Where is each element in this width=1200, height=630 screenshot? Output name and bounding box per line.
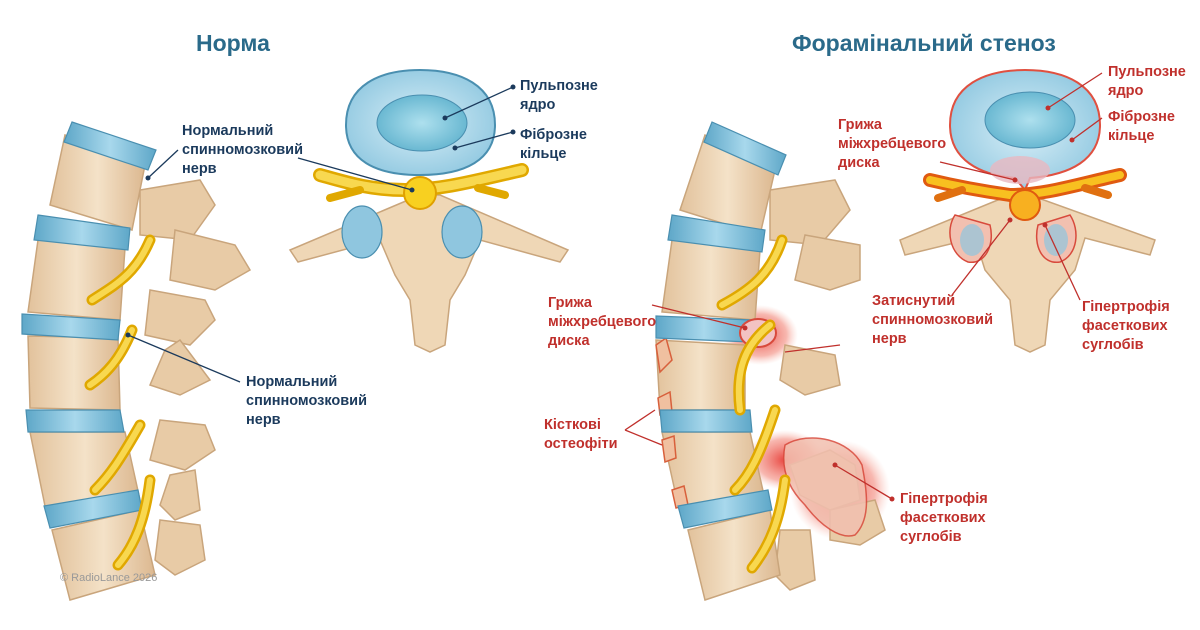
label-bone-osteophytes: Кісткові остеофіти <box>544 417 618 452</box>
title-foraminal-stenosis: Форамінальний стеноз <box>792 30 1056 56</box>
label-stenosis-herniation-top: Грижа міжхребцевого диска <box>838 117 947 171</box>
copyright-text: © RadioLance 2026 <box>60 572 158 584</box>
normal-axial-view <box>288 68 570 353</box>
label-normal-nucleus: Пульпозне ядро <box>520 78 598 113</box>
label-stenosis-annulus: Фіброзне кільце <box>1108 109 1175 144</box>
label-compressed-nerve: Затиснутий спинномозковий нерв <box>872 293 993 347</box>
label-normal-nerve-top: Нормальний спинномозковий нерв <box>182 123 303 177</box>
normal-spine-side-view <box>21 121 252 601</box>
stenosis-axial-view <box>899 68 1156 353</box>
label-normal-nerve-mid: Нормальний спинномозковий нерв <box>246 374 367 428</box>
label-stenosis-nucleus: Пульпозне ядро <box>1108 64 1186 99</box>
label-facet-hypertrophy-top: Гіпертрофія фасеткових суглобів <box>1082 299 1170 353</box>
stenosis-spine-side-view <box>655 121 890 601</box>
title-normal: Норма <box>196 30 270 56</box>
leader-dots <box>125 84 1075 502</box>
label-stenosis-herniation-side: Грижа міжхребцевого диска <box>548 295 657 349</box>
leader-lines <box>127 72 1103 500</box>
label-normal-annulus: Фіброзне кільце <box>520 127 587 162</box>
label-facet-hypertrophy-bottom: Гіпертрофія фасеткових суглобів <box>900 491 988 545</box>
